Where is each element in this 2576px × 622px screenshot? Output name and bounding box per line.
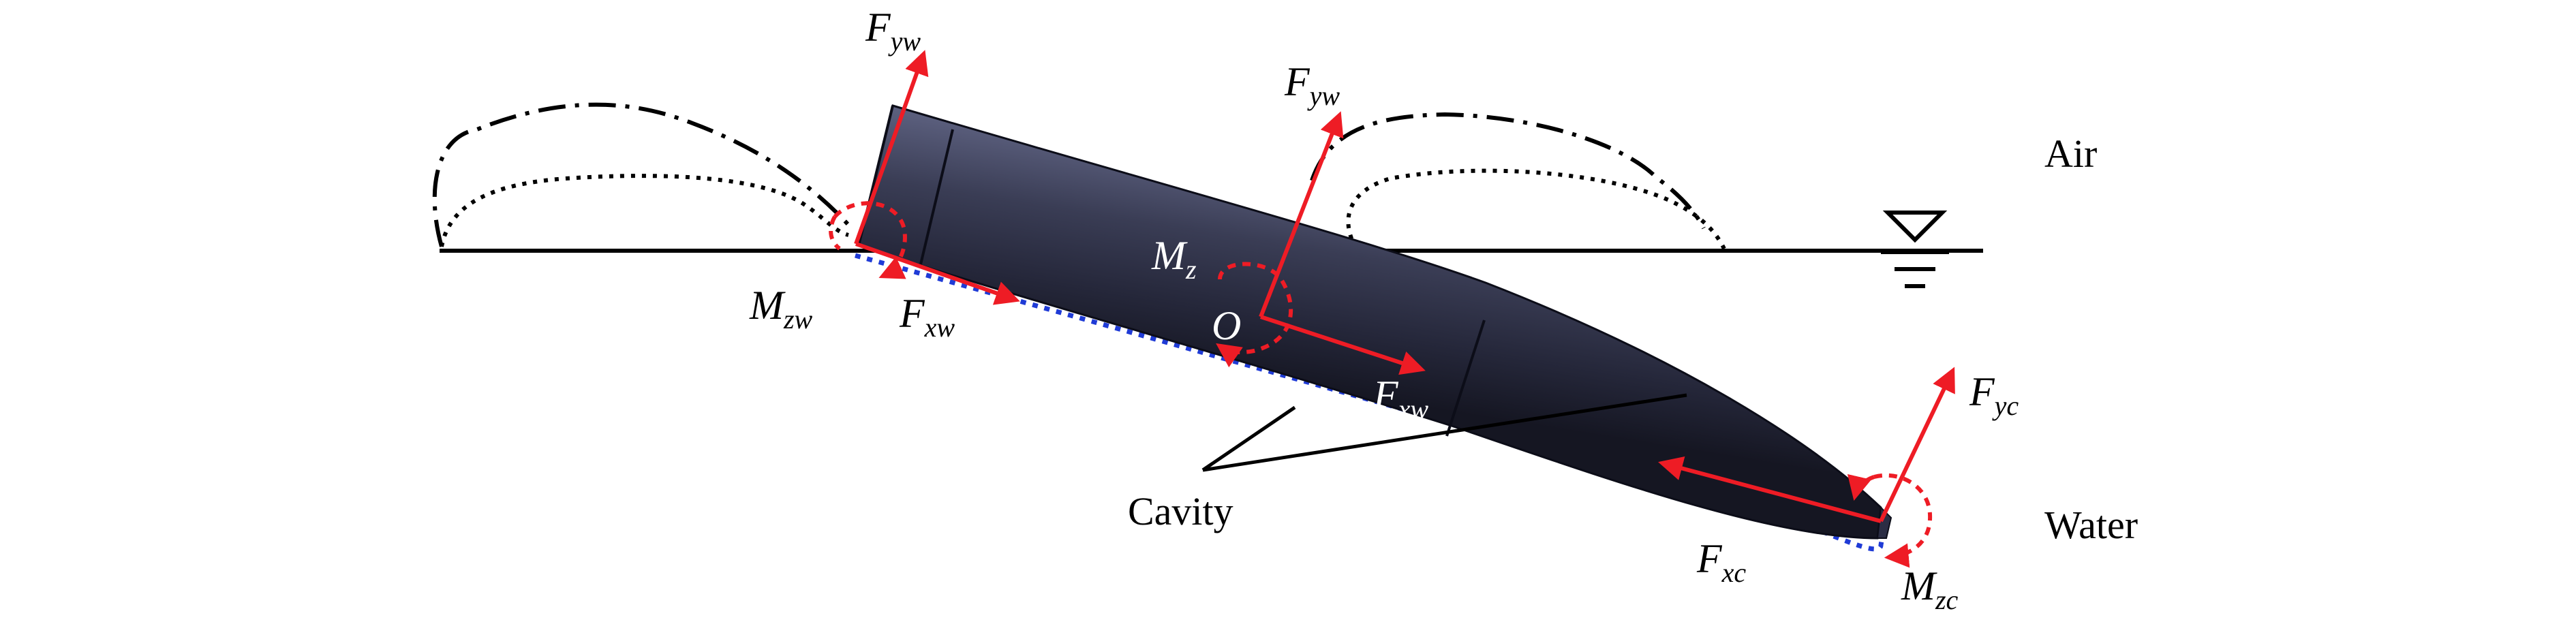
nose-forces — [1658, 367, 1955, 568]
fyw-center-arrow — [1259, 111, 1344, 318]
label-fxw-center: Fxw — [1373, 373, 1428, 424]
mzc-moment-arc — [1873, 473, 1933, 568]
projectile-body — [857, 104, 1892, 540]
label-mzc: Mzc — [1901, 563, 1959, 615]
fyw-tail-arrow — [854, 50, 929, 245]
right-splash-inner — [1346, 168, 1726, 250]
tail-forces — [829, 50, 1020, 305]
label-mz: Mz — [1151, 233, 1197, 285]
label-fyc: Fyc — [1969, 369, 2019, 421]
mzw-moment-arc — [833, 201, 907, 279]
label-origin: O — [1212, 303, 1241, 348]
label-fxw-tail: Fxw — [899, 291, 955, 343]
right-splash-outer — [1310, 112, 1706, 230]
water-surface-symbol-icon — [1881, 211, 1949, 288]
label-fyw-center: Fyw — [1284, 59, 1340, 111]
left-splash-outer — [432, 102, 850, 247]
label-cavity: Cavity — [1128, 489, 1233, 533]
label-fxc: Fxc — [1696, 536, 1746, 588]
label-fyw-tail: Fyw — [865, 5, 921, 57]
fyc-arrow — [1879, 367, 1955, 523]
center-forces — [1216, 111, 1426, 375]
left-splash-inner — [440, 174, 849, 247]
label-water: Water — [2044, 503, 2138, 547]
fxw-tail-arrow — [855, 242, 1020, 305]
fxc-arrow — [1658, 456, 1882, 523]
cavity-leader-1 — [1201, 405, 1296, 472]
label-air: Air — [2044, 131, 2097, 176]
cavity-leader-2 — [1202, 393, 1687, 472]
label-mzw: Mzw — [749, 283, 813, 335]
